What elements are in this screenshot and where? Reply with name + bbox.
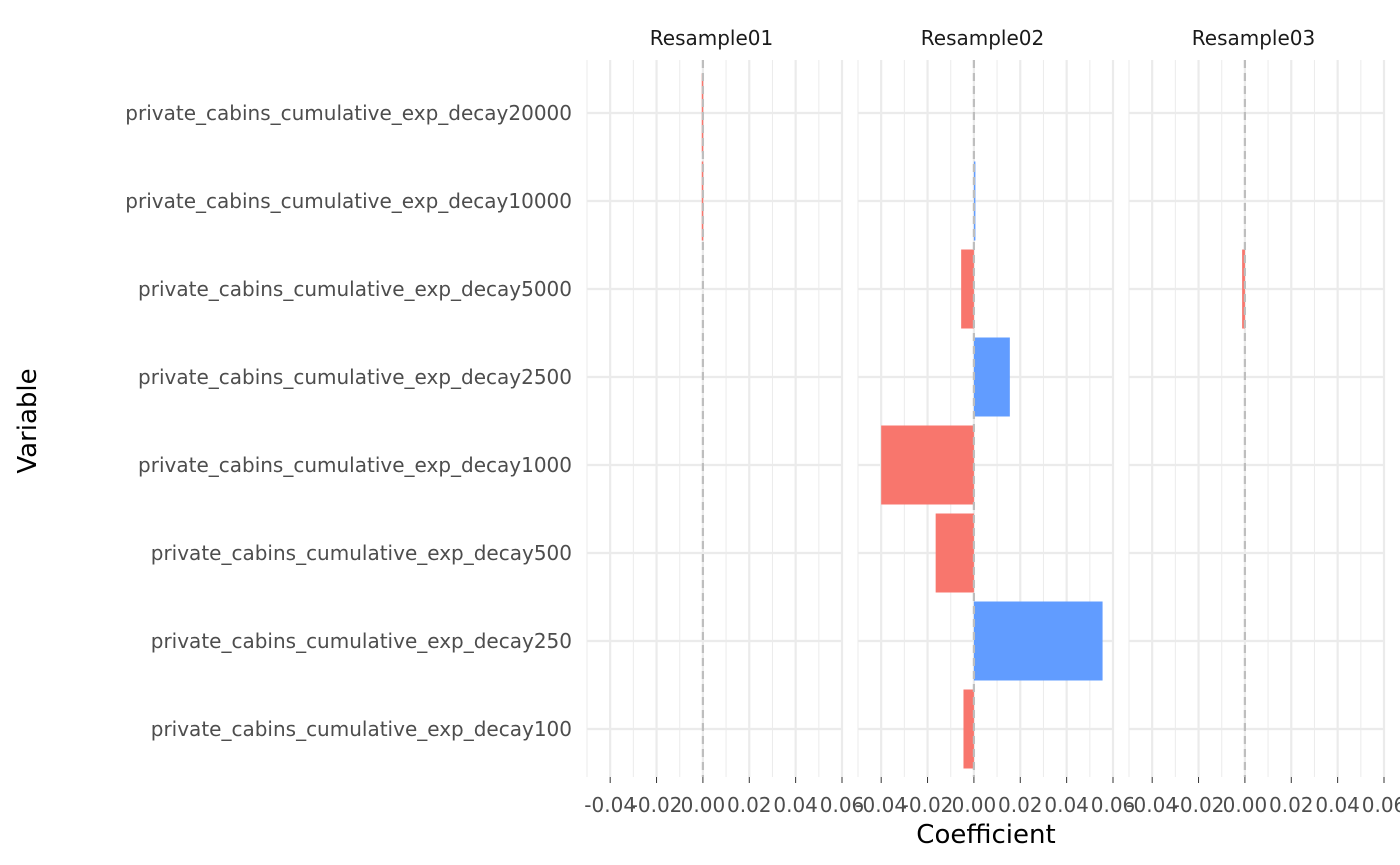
x-tick-label: -0.04 (584, 793, 636, 817)
y-tick-label: private_cabins_cumulative_exp_decay20000 (125, 101, 572, 125)
y-axis-labels: private_cabins_cumulative_exp_decay20000… (125, 101, 572, 741)
x-tick-label: 0.04 (773, 793, 818, 817)
y-tick-label: private_cabins_cumulative_exp_decay250 (151, 629, 572, 653)
y-axis-title: Variable (13, 368, 43, 473)
x-tick-label: -0.02 (902, 793, 954, 817)
bar-resample02-8 (963, 689, 974, 769)
bar-resample03-3 (1242, 249, 1245, 329)
facet-strip-title: Resample01 (650, 26, 773, 50)
x-tick-label: 0.00 (1223, 793, 1268, 817)
x-tick-label: 0.02 (998, 793, 1043, 817)
facet-strip-title: Resample02 (921, 26, 1044, 50)
bar-resample02-6 (935, 513, 974, 593)
y-tick-label: private_cabins_cumulative_exp_decay10000 (125, 189, 572, 213)
y-tick-label: private_cabins_cumulative_exp_decay1000 (138, 453, 572, 477)
bar-resample02-7 (973, 601, 1103, 681)
y-tick-label: private_cabins_cumulative_exp_decay100 (151, 717, 572, 741)
x-tick-label: 0.04 (1315, 793, 1360, 817)
x-tick-label: 0.06 (820, 793, 865, 817)
x-tick-label: -0.02 (631, 793, 683, 817)
x-tick-label: 0.02 (727, 793, 772, 817)
x-tick-label: 0.06 (1362, 793, 1400, 817)
y-tick-label: private_cabins_cumulative_exp_decay500 (151, 541, 572, 565)
bar-resample02-3 (961, 249, 974, 329)
bar-resample02-5 (881, 425, 974, 505)
facet-strip-title: Resample03 (1192, 26, 1315, 50)
x-tick-label: 0.06 (1091, 793, 1136, 817)
y-tick-label: private_cabins_cumulative_exp_decay5000 (138, 277, 572, 301)
x-axis-title: Coefficient (916, 820, 1055, 850)
x-tick-label: -0.04 (855, 793, 907, 817)
x-tick-label: 0.00 (952, 793, 997, 817)
x-tick-label: 0.02 (1269, 793, 1314, 817)
x-tick-label: -0.04 (1126, 793, 1178, 817)
y-tick-label: private_cabins_cumulative_exp_decay2500 (138, 365, 572, 389)
bar-resample01-2 (701, 161, 704, 241)
x-tick-label: -0.02 (1173, 793, 1225, 817)
bar-resample02-2 (973, 161, 976, 241)
x-tick-label: 0.04 (1044, 793, 1089, 817)
bar-resample02-4 (973, 337, 1010, 417)
x-tick-label: 0.00 (681, 793, 726, 817)
